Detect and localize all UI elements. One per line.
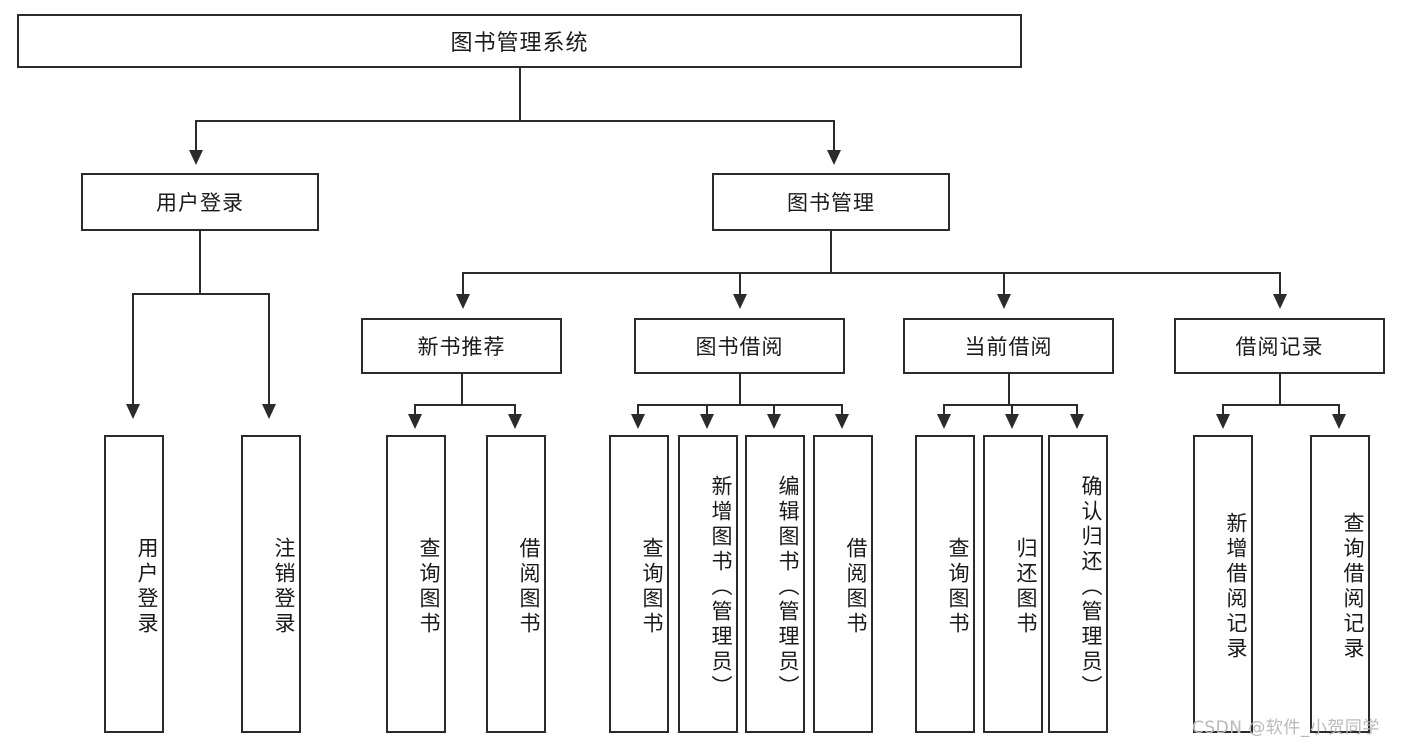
- connector-root-to-user-login: [195, 120, 197, 152]
- connector-nbr-stem: [461, 374, 463, 406]
- arrow-user-login-leaf-1: [126, 404, 140, 419]
- connector-cb-drop-2: [1011, 404, 1013, 416]
- connector-bm-drop-2: [739, 272, 741, 296]
- leaf-node-query-borrow-record[interactable]: 查询借阅记录: [1310, 435, 1370, 733]
- connector-book-management-bus: [462, 272, 1280, 274]
- connector-bb-drop-1: [637, 404, 639, 416]
- connector-br-bus: [1222, 404, 1340, 406]
- connector-book-management-stem: [830, 231, 832, 273]
- connector-bm-drop-1: [462, 272, 464, 296]
- connector-br-stem: [1279, 374, 1281, 406]
- connector-cb-drop-1: [943, 404, 945, 416]
- connector-bm-drop-3: [1003, 272, 1005, 296]
- arrow-bb-leaf-1: [631, 414, 645, 429]
- leaf-node-borrow-books-recommend[interactable]: 借阅图书: [486, 435, 546, 733]
- connector-bm-drop-4: [1279, 272, 1281, 296]
- arrow-bm-to-book-borrow: [733, 294, 747, 309]
- leaf-node-return-books[interactable]: 归还图书: [983, 435, 1043, 733]
- connector-nbr-drop-2: [514, 404, 516, 416]
- connector-user-login-drop-2: [268, 293, 270, 406]
- leaf-node-edit-book-admin[interactable]: 编辑图书（管理员）: [745, 435, 805, 733]
- node-book-borrow[interactable]: 图书借阅: [634, 318, 845, 374]
- connector-cb-drop-3: [1076, 404, 1078, 416]
- arrow-br-leaf-2: [1332, 414, 1346, 429]
- arrow-br-leaf-1: [1216, 414, 1230, 429]
- connector-user-login-stem: [199, 231, 201, 294]
- leaf-node-user-login[interactable]: 用户登录: [104, 435, 164, 733]
- node-new-book-recommend[interactable]: 新书推荐: [361, 318, 562, 374]
- connector-nbr-drop-1: [414, 404, 416, 416]
- leaf-node-add-book-admin[interactable]: 新增图书（管理员）: [678, 435, 738, 733]
- connector-br-drop-1: [1222, 404, 1224, 416]
- arrow-bm-to-current-borrow: [997, 294, 1011, 309]
- arrow-bm-to-borrow-record: [1273, 294, 1287, 309]
- connector-bb-drop-4: [841, 404, 843, 416]
- arrow-cb-leaf-1: [937, 414, 951, 429]
- leaf-node-query-books-recommend[interactable]: 查询图书: [386, 435, 446, 733]
- connector-bb-stem: [739, 374, 741, 406]
- leaf-node-query-books-current[interactable]: 查询图书: [915, 435, 975, 733]
- arrow-cb-leaf-2: [1005, 414, 1019, 429]
- arrow-bb-leaf-3: [767, 414, 781, 429]
- connector-br-drop-2: [1338, 404, 1340, 416]
- node-current-borrow[interactable]: 当前借阅: [903, 318, 1114, 374]
- arrow-root-to-user-login: [189, 150, 203, 165]
- connector-bb-drop-3: [773, 404, 775, 416]
- connector-bb-bus: [637, 404, 843, 406]
- node-borrow-record[interactable]: 借阅记录: [1174, 318, 1385, 374]
- connector-bb-drop-2: [706, 404, 708, 416]
- leaf-node-confirm-return-admin[interactable]: 确认归还（管理员）: [1048, 435, 1108, 733]
- arrow-user-login-leaf-2: [262, 404, 276, 419]
- arrow-bb-leaf-4: [835, 414, 849, 429]
- connector-cb-bus: [943, 404, 1078, 406]
- node-root-book-management-system[interactable]: 图书管理系统: [17, 14, 1022, 68]
- connector-root-bus: [195, 120, 835, 122]
- leaf-node-borrow-books[interactable]: 借阅图书: [813, 435, 873, 733]
- arrow-cb-leaf-3: [1070, 414, 1084, 429]
- connector-user-login-drop-1: [132, 293, 134, 406]
- node-book-management[interactable]: 图书管理: [712, 173, 950, 231]
- csdn-watermark: CSDN @软件_小贺同学: [1192, 718, 1380, 738]
- leaf-node-add-borrow-record[interactable]: 新增借阅记录: [1193, 435, 1253, 733]
- connector-root-to-book-management: [833, 120, 835, 152]
- connector-user-login-bus: [132, 293, 268, 295]
- connector-cb-stem: [1008, 374, 1010, 406]
- leaf-node-query-books-borrow[interactable]: 查询图书: [609, 435, 669, 733]
- arrow-nbr-leaf-1: [408, 414, 422, 429]
- arrow-bm-to-new-book-recommend: [456, 294, 470, 309]
- node-user-login[interactable]: 用户登录: [81, 173, 319, 231]
- leaf-node-logout[interactable]: 注销登录: [241, 435, 301, 733]
- connector-root-stem: [519, 68, 521, 121]
- arrow-root-to-book-management: [827, 150, 841, 165]
- arrow-bb-leaf-2: [700, 414, 714, 429]
- connector-nbr-bus: [414, 404, 516, 406]
- arrow-nbr-leaf-2: [508, 414, 522, 429]
